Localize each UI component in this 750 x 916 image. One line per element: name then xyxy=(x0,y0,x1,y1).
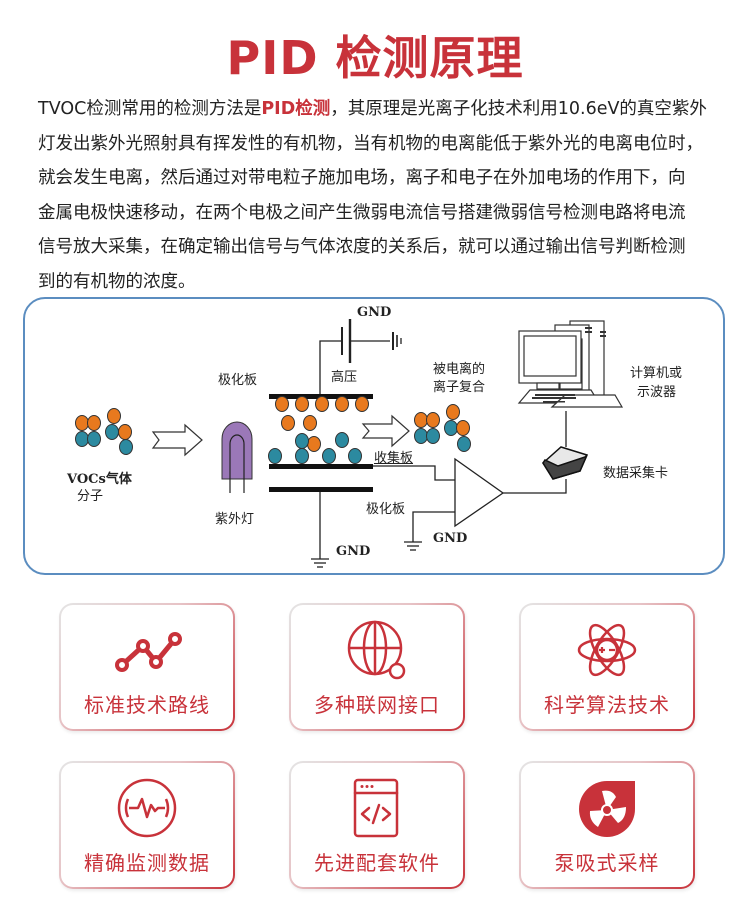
feature-label: 多种联网接口 xyxy=(314,693,440,717)
atom-icon xyxy=(577,623,637,677)
label-computer-1: 计算机或 xyxy=(630,366,683,381)
intro-line-3: 就会发生电离，然后通过对带电粒子施加电场，离子和电子在外加电场的作用下，向 xyxy=(38,168,686,188)
label-gnd-top: GND xyxy=(357,305,392,320)
label-ionized-1: 被电离的 xyxy=(433,362,486,377)
label-gnd-bottom-left: GND xyxy=(336,544,371,559)
label-ionized-2: 离子复合 xyxy=(433,380,486,395)
pump-fan-icon xyxy=(579,781,635,837)
label-collector-plate: 收集板 xyxy=(374,451,414,466)
intro-text: ，其原理是光离子化技术利用10.6eV的真空紫外 xyxy=(330,99,707,119)
waveform-circle-icon xyxy=(117,778,177,838)
page-title: PID 检测原理 xyxy=(226,31,524,85)
feature-label: 泵吸式采样 xyxy=(554,851,660,875)
polarizing-plate-bottom xyxy=(269,487,373,492)
intro-line-5: 信号放大采集，在确定输出信号与气体浓度的关系后，就可以通过输出信号判断检测 xyxy=(38,237,686,257)
intro-line-6: 到的有机物的浓度。 xyxy=(38,271,196,292)
pid-principle-diagram: GND 高压 极化板 被电离的 离子复合 计算机或 示波器 VOCs气体 分子 … xyxy=(23,297,725,575)
label-data-card: 数据采集卡 xyxy=(603,466,669,481)
feature-card-pump-sampling: 泵吸式采样 xyxy=(519,761,695,889)
feature-card-software: 先进配套软件 xyxy=(289,761,465,889)
label-uv-lamp: 紫外灯 xyxy=(215,512,255,527)
label-polarizing-plate-top: 极化板 xyxy=(218,373,258,388)
feature-label: 标准技术路线 xyxy=(84,693,210,717)
feature-card-standard-tech: 标准技术路线 xyxy=(59,603,235,731)
collector-plate xyxy=(269,464,373,469)
intro-line-4: 金属电极快速移动，在两个电极之间产生微弱电流信号搭建微弱信号检测电路将电流 xyxy=(38,202,686,223)
feature-card-network: 多种联网接口 xyxy=(289,603,465,731)
feature-card-algorithm: 科学算法技术 xyxy=(519,603,695,731)
label-polarizing-plate-bottom: 极化板 xyxy=(366,502,406,517)
label-computer-2: 示波器 xyxy=(637,385,677,400)
globe-network-icon xyxy=(347,620,406,680)
intro-paragraph: TVOC检测常用的检测方法是PID检测，其原理是光离子化技术利用10.6eV的真… xyxy=(38,92,718,299)
feature-card-monitoring-data: 精确监测数据 xyxy=(59,761,235,889)
label-gnd-bottom-right: GND xyxy=(433,531,468,546)
label-voc-gas-1: VOCs气体 xyxy=(67,472,132,487)
feature-label: 先进配套软件 xyxy=(314,851,440,875)
pid-highlight: PID检测 xyxy=(261,99,331,119)
diagram-graphics xyxy=(75,319,624,568)
intro-text: TVOC检测常用的检测方法是 xyxy=(38,99,262,119)
intro-line-1: TVOC检测常用的检测方法是PID检测，其原理是光离子化技术利用10.6eV的真… xyxy=(38,92,718,127)
feature-label: 精确监测数据 xyxy=(84,851,210,875)
intro-line-2: 灯发出紫外光照射具有挥发性的有机物，当有机物的电离能低于紫外光的电离电位时， xyxy=(38,133,703,154)
feature-label: 科学算法技术 xyxy=(544,693,670,717)
label-high-voltage: 高压 xyxy=(331,370,358,385)
code-window-icon xyxy=(353,778,399,838)
trend-line-icon xyxy=(115,632,182,672)
label-voc-gas-2: 分子 xyxy=(77,489,104,504)
